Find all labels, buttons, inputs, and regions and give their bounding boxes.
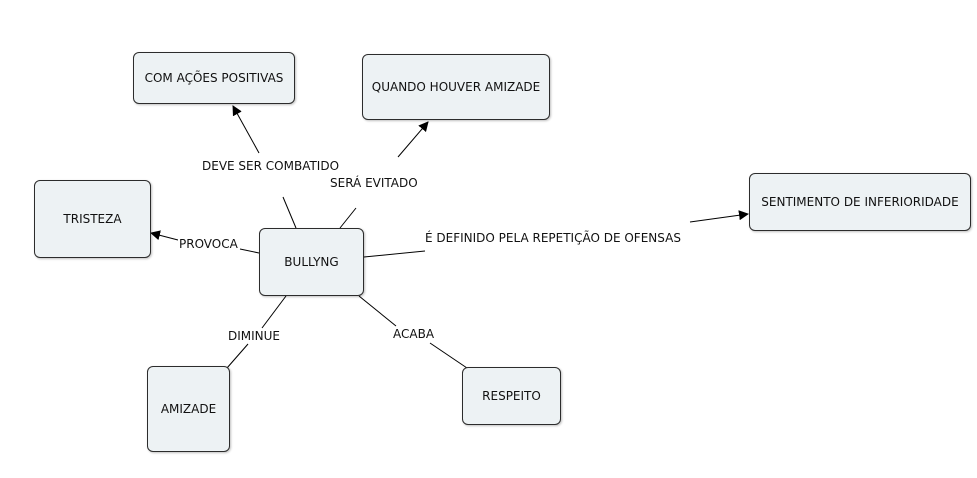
link-label-e-definido[interactable]: É DEFINIDO PELA REPETIÇÃO DE OFENSAS [424, 231, 682, 245]
edge-provoca-to-tristeza [150, 230, 179, 241]
edge-acaba-to-respeito [429, 342, 468, 369]
link-label-provoca[interactable]: PROVOCA [178, 237, 239, 251]
link-label-sera-evitado[interactable]: SERÁ EVITADO [329, 176, 419, 190]
link-label-diminue[interactable]: DIMINUE [227, 329, 282, 343]
link-label-deve-ser-combatido[interactable]: DEVE SER COMBATIDO [201, 159, 341, 173]
node-respeito[interactable]: RESPEITO [462, 367, 561, 425]
edge-bullying-to-provoca [239, 248, 260, 254]
node-quando-houver-amizade[interactable]: QUANDO HOUVER AMIZADE [362, 54, 550, 120]
edge-sera-evitado-to-quando-amizade [397, 121, 429, 158]
edge-bullying-to-sera-evitado [339, 207, 357, 229]
edge-diminue-to-amizade [226, 343, 249, 369]
edge-bullying-to-acaba [358, 295, 397, 327]
node-bullying-label: BULLYNG [284, 255, 339, 269]
edge-deve-ser-combatido-to-com-acoes [232, 105, 260, 154]
edge-e-definido-to-sentimento [689, 210, 749, 223]
node-com-acoes-positivas-label: COM AÇÕES POSITIVAS [144, 71, 284, 85]
edge-bullying-to-diminue [261, 295, 287, 329]
edge-bullying-to-e-definido [363, 250, 426, 258]
node-sentimento-de-inferioridade[interactable]: SENTIMENTO DE INFERIORIDADE [749, 173, 971, 231]
node-quando-houver-amizade-label: QUANDO HOUVER AMIZADE [371, 80, 541, 94]
node-tristeza[interactable]: TRISTEZA [34, 180, 151, 258]
node-respeito-label: RESPEITO [482, 389, 541, 403]
node-tristeza-label: TRISTEZA [63, 212, 122, 226]
node-bullying[interactable]: BULLYNG [259, 228, 364, 296]
node-sentimento-de-inferioridade-label: SENTIMENTO DE INFERIORIDADE [761, 195, 959, 209]
node-amizade[interactable]: AMIZADE [147, 366, 230, 452]
link-label-acaba[interactable]: ACABA [392, 327, 436, 341]
node-amizade-label: AMIZADE [160, 402, 217, 416]
edge-bullying-to-deve-ser-combatido [282, 196, 297, 229]
node-com-acoes-positivas[interactable]: COM AÇÕES POSITIVAS [133, 52, 295, 104]
